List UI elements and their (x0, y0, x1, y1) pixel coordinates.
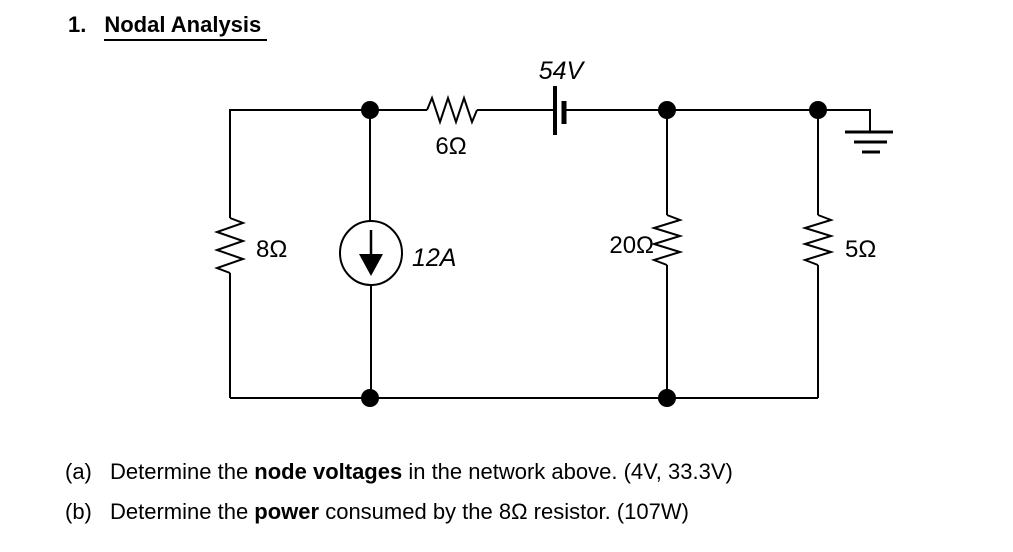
question-a-prefix: (a) (65, 459, 92, 484)
label-resistor-20ohm: 20Ω (609, 232, 654, 259)
ground-icon (845, 130, 893, 154)
question-a-text: Determine the node voltages in the netwo… (110, 459, 733, 484)
node-dot-top-2 (658, 101, 676, 119)
node-dot-bottom-2 (658, 389, 676, 407)
question-a-pre: Determine the (110, 459, 255, 484)
title-number: 1. (68, 12, 87, 37)
question-b-bold: power (254, 499, 320, 524)
label-resistor-6ohm: 6Ω (435, 133, 466, 160)
label-voltage-source-54v: 54V (539, 57, 586, 85)
page-title: 1. Nodal Analysis (68, 12, 268, 41)
questions-block: (a) Determine the node voltages in the ne… (65, 459, 733, 539)
title-text: Nodal Analysis (104, 12, 268, 41)
resistor-6ohm (426, 94, 478, 126)
question-b-pre: Determine the (110, 499, 255, 524)
question-b-text: Determine the power consumed by the 8Ω r… (110, 499, 689, 524)
question-a-post: in the network above. (4V, 33.3V) (402, 459, 733, 484)
wire-top-left (229, 109, 427, 218)
question-a-bold: node voltages (254, 459, 403, 484)
resistor-8ohm (213, 217, 247, 274)
question-b-post: consumed by the 8Ω resistor. (107W) (319, 499, 689, 524)
question-a: (a) Determine the node voltages in the ne… (65, 459, 733, 485)
label-resistor-8ohm: 8Ω (256, 236, 287, 263)
current-arrow-head-icon (359, 254, 383, 276)
label-resistor-5ohm: 5Ω (845, 236, 876, 263)
question-b-prefix: (b) (65, 499, 92, 524)
resistor-20ohm (650, 214, 684, 266)
resistor-5ohm (801, 214, 835, 266)
node-dot-top-1 (361, 101, 379, 119)
question-b: (b) Determine the power consumed by the 8… (65, 499, 733, 525)
node-dot-bottom-1 (361, 389, 379, 407)
node-dot-top-3 (809, 101, 827, 119)
label-current-source-12a: 12A (412, 244, 456, 272)
